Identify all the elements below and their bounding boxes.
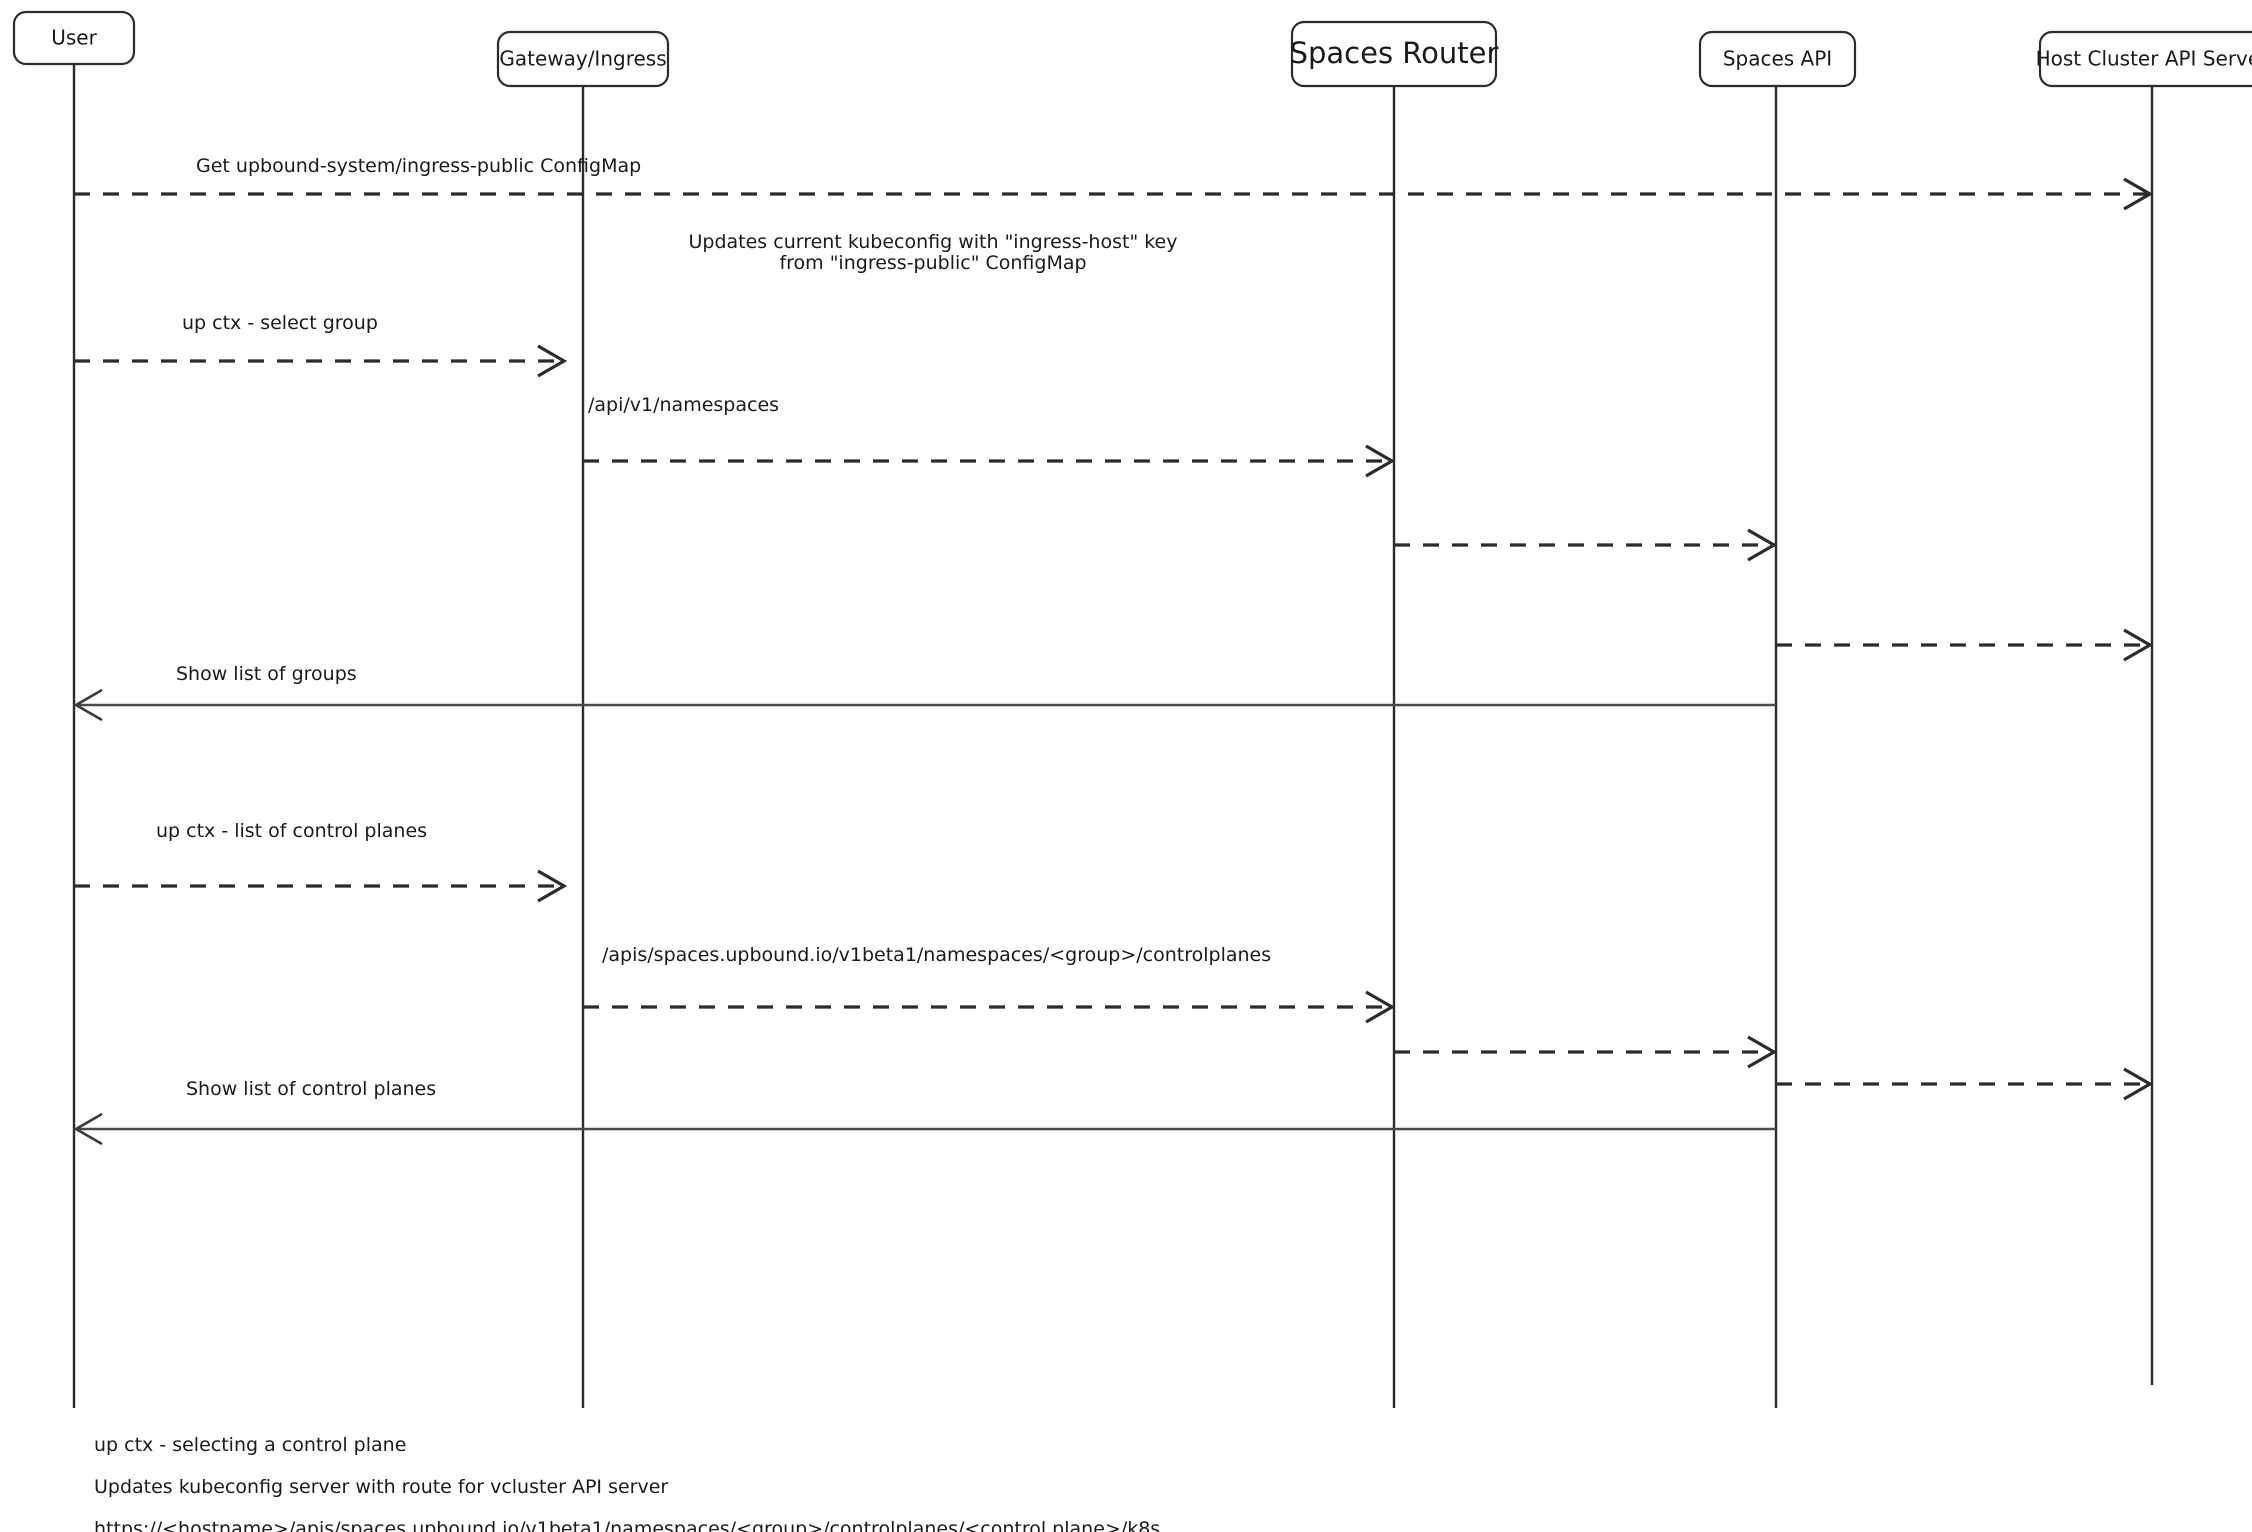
footer-notes-group: up ctx - selecting a control planeUpdate… <box>94 1434 1160 1532</box>
message-m9: /apis/spaces.upbound.io/v1beta1/namespac… <box>583 944 1396 1024</box>
message-label: up ctx - select group <box>182 312 378 334</box>
message-label: Get upbound-system/ingress-public Config… <box>196 155 641 177</box>
participant-label: Host Cluster API Server <box>2036 47 2252 71</box>
arrow-head-icon <box>1365 444 1396 478</box>
participant-box[interactable] <box>12 10 136 66</box>
message-m11 <box>1776 1067 2154 1101</box>
participant-user[interactable]: User <box>12 10 136 66</box>
arrow-head-icon <box>1747 528 1778 562</box>
participant-label: Spaces Router <box>1290 36 1499 70</box>
arrow-head-icon <box>537 344 568 378</box>
footer-note-note3: https://<hostname>/apis/spaces.upbound.i… <box>94 1518 1160 1532</box>
message-m8: up ctx - list of control planes <box>74 820 568 903</box>
message-label: Show list of groups <box>176 663 357 685</box>
message-label: /apis/spaces.upbound.io/v1beta1/namespac… <box>602 944 1271 966</box>
message-label: up ctx - list of control planes <box>156 820 427 842</box>
participant-box[interactable] <box>1698 30 1857 88</box>
message-m3: up ctx - select group <box>74 312 568 378</box>
message-m4: /api/v1/namespaces <box>583 394 1396 478</box>
message-m6 <box>1776 628 2154 662</box>
participant-box[interactable] <box>1290 20 1498 88</box>
message-m10 <box>1394 1035 1778 1069</box>
participant-label: Spaces API <box>1723 47 1832 71</box>
message-m1: Get upbound-system/ingress-public Config… <box>74 155 2154 211</box>
participant-box[interactable] <box>496 30 670 88</box>
arrow-head-icon <box>73 1112 103 1146</box>
arrow-head-icon <box>2123 628 2154 662</box>
message-label: Show list of control planes <box>186 1078 436 1100</box>
footer-note-note1: up ctx - selecting a control plane <box>94 1434 406 1456</box>
arrow-head-icon <box>2123 1067 2154 1101</box>
note-text-line: Updates current kubeconfig with "ingress… <box>689 231 1178 253</box>
lifelines-group <box>72 64 2154 1408</box>
message-m12: Show list of control planes <box>73 1078 1776 1146</box>
participant-gateway[interactable]: Gateway/Ingress <box>496 30 670 88</box>
message-label: /api/v1/namespaces <box>588 394 779 416</box>
message-m5 <box>1394 528 1778 562</box>
arrow-head-icon <box>537 869 568 903</box>
participant-label: User <box>51 26 97 50</box>
arrow-head-icon <box>2123 177 2154 211</box>
participant-spaces-api[interactable]: Spaces API <box>1698 30 1857 88</box>
message-m7: Show list of groups <box>73 663 1776 722</box>
arrow-head-icon <box>73 688 103 722</box>
messages-group: Get upbound-system/ingress-public Config… <box>73 155 2154 1146</box>
footer-note-note2: Updates kubeconfig server with route for… <box>94 1476 668 1498</box>
participant-label: Gateway/Ingress <box>499 47 666 71</box>
participant-spaces-router[interactable]: Spaces Router <box>1290 20 1499 88</box>
message-m2: Updates current kubeconfig with "ingress… <box>689 231 1178 274</box>
participant-host-cluster-api[interactable]: Host Cluster API Server <box>2036 30 2252 88</box>
arrow-head-icon <box>1747 1035 1778 1069</box>
note-text-line: from "ingress-public" ConfigMap <box>779 252 1086 274</box>
participant-box[interactable] <box>2038 30 2252 88</box>
arrow-head-icon <box>1365 990 1396 1024</box>
